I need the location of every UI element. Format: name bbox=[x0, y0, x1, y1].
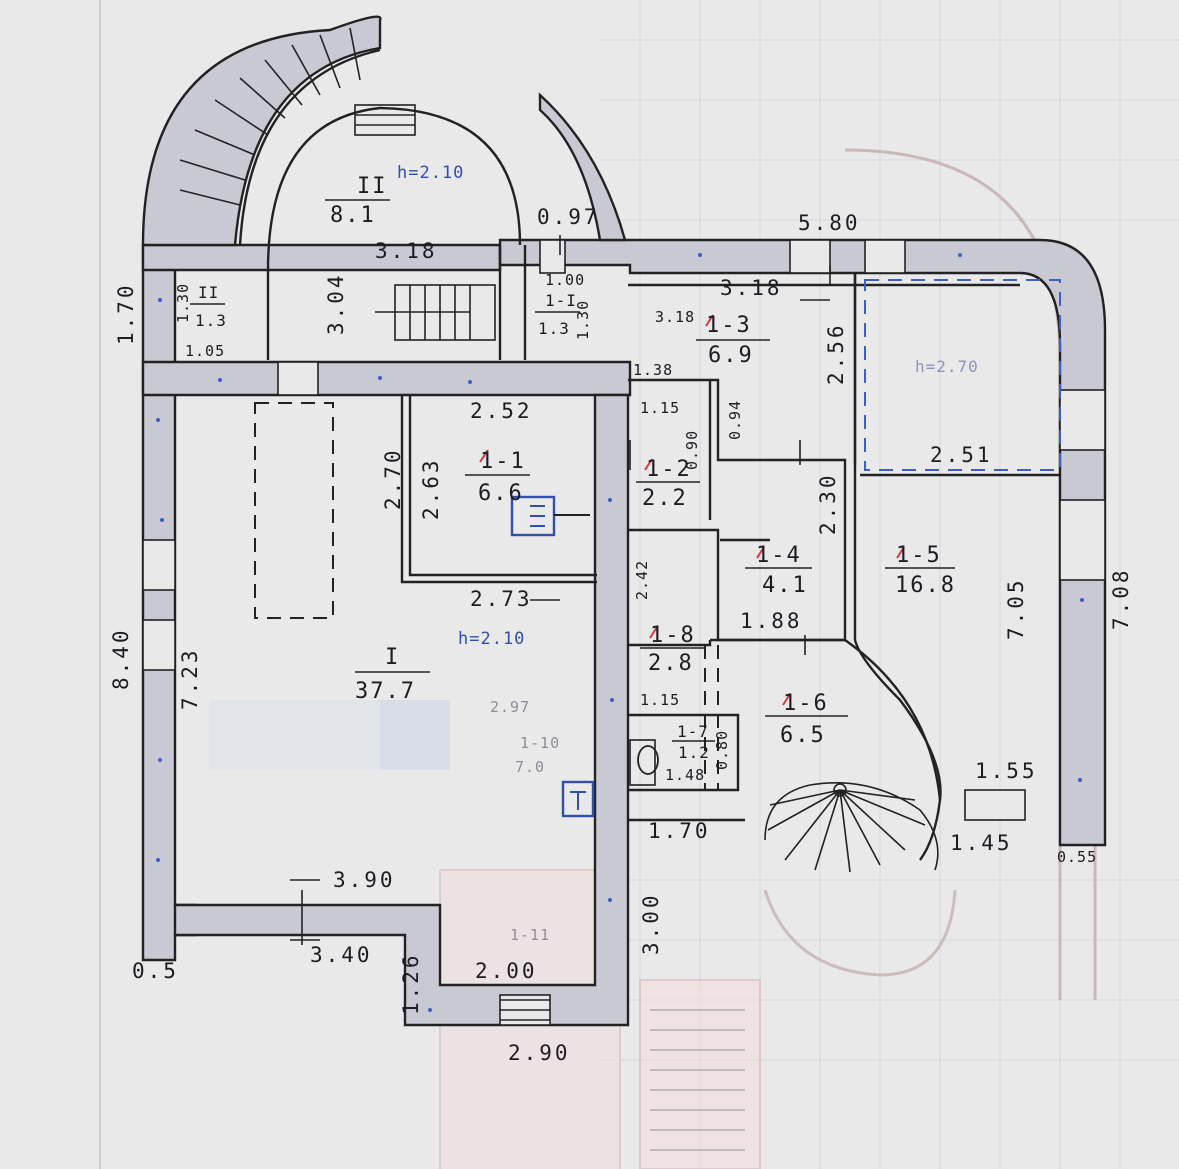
stairs-spiral bbox=[764, 782, 939, 873]
underlay-label-4: 1-11 bbox=[510, 926, 550, 944]
windows bbox=[142, 239, 1106, 1026]
room-labels: I 37.7 1-1 6.6 1-2 2.2 1-3 6.9 1-4 4.1 1… bbox=[190, 174, 956, 762]
room-id-1-7: 1-7 bbox=[677, 722, 709, 741]
room-area-small-left: 1.3 bbox=[195, 311, 227, 330]
room-area-1-8: 2.8 bbox=[648, 651, 694, 676]
room-area-1-1: 6.6 bbox=[478, 481, 524, 506]
dim-label: 2.73 bbox=[470, 587, 533, 611]
heater-icon bbox=[561, 780, 595, 818]
room-id-hall: I bbox=[385, 645, 400, 670]
dim-label: 3.18 bbox=[720, 276, 783, 300]
dim-label: 1.05 bbox=[185, 342, 225, 360]
dim-label: 7.08 bbox=[1109, 567, 1133, 630]
room-area-1-3: 6.9 bbox=[708, 343, 754, 368]
dim-label: 1.88 bbox=[740, 609, 803, 633]
underlay-label-2: 1-10 bbox=[520, 734, 560, 752]
dim-label: 3.40 bbox=[310, 943, 373, 967]
room-id-1-2: 1-2 bbox=[646, 457, 692, 482]
dim-label: 1.30 bbox=[174, 283, 192, 323]
height-notes: h=2.10 h=2.10 h=2.70 bbox=[397, 163, 979, 649]
height-note-hall: h=2.10 bbox=[458, 629, 525, 649]
dim-label: 2.56 bbox=[824, 322, 848, 385]
dim-label: 2.90 bbox=[508, 1041, 571, 1065]
dim-label: 2.00 bbox=[475, 959, 538, 983]
dim-label: 1.70 bbox=[114, 282, 138, 345]
dim-label: 1.15 bbox=[640, 691, 680, 709]
stove-icon bbox=[510, 495, 590, 537]
room-area-1-5: 16.8 bbox=[895, 573, 956, 598]
room-id-1-5: 1-5 bbox=[896, 543, 942, 568]
dim-label: 1.48 bbox=[665, 766, 705, 784]
stairs-straight bbox=[354, 104, 496, 341]
stairs-curved-top bbox=[179, 27, 361, 206]
dimension-labels: 0.97 5.80 3.18 1.70 1.30 1.05 1.00 1.30 … bbox=[109, 205, 1133, 1065]
room-id-small-left: II bbox=[198, 283, 219, 302]
dim-label: 1.15 bbox=[640, 399, 680, 417]
room-id-1-8: 1-8 bbox=[650, 623, 696, 648]
room-area-1-2: 2.2 bbox=[642, 486, 688, 511]
room-area-hall: 37.7 bbox=[355, 679, 416, 704]
room-area-1-7: 1.2 bbox=[678, 743, 710, 762]
dashed-opening-hall bbox=[254, 402, 334, 619]
dim-label: 8.40 bbox=[109, 627, 133, 690]
room-area-1-6: 6.5 bbox=[780, 723, 826, 748]
dim-label: 0.97 bbox=[537, 205, 600, 229]
room-area-1-4: 4.1 bbox=[762, 573, 808, 598]
room-id-1-3: 1-3 bbox=[706, 313, 752, 338]
dim-label: 1.38 bbox=[633, 361, 673, 379]
room-id-arch: II bbox=[357, 174, 388, 199]
dim-label: 1.45 bbox=[950, 831, 1013, 855]
dim-label: 2.30 bbox=[816, 472, 840, 535]
dim-label: 3.00 bbox=[639, 892, 663, 955]
room-id-small-top: 1-I bbox=[545, 291, 577, 310]
underlay-label-1: 2.97 bbox=[490, 698, 530, 716]
room-id-1-1: 1-1 bbox=[480, 449, 526, 474]
dim-label: 0.80 bbox=[713, 730, 731, 770]
dim-label: 0.94 bbox=[726, 400, 744, 440]
dimension-lines bbox=[290, 265, 831, 941]
red-marks bbox=[479, 314, 905, 706]
dim-label: 3.18 bbox=[655, 308, 695, 326]
dim-label: 7.23 bbox=[178, 647, 202, 710]
dim-label: 1.26 bbox=[399, 952, 423, 1015]
dim-label: 5.80 bbox=[798, 211, 861, 235]
room-area-arch: 8.1 bbox=[330, 203, 376, 228]
underlay-label-3: 7.0 bbox=[515, 758, 545, 776]
dim-label: 3.18 bbox=[375, 239, 438, 263]
door-marks bbox=[301, 235, 806, 945]
room-area-small-top: 1.3 bbox=[538, 319, 570, 338]
dim-label: 2.52 bbox=[470, 399, 533, 423]
grid-paper-lines bbox=[600, 0, 1179, 1169]
dim-label: 1.30 bbox=[574, 300, 592, 340]
room-id-1-6: 1-6 bbox=[783, 691, 829, 716]
dim-label: 1.00 bbox=[545, 271, 585, 289]
dim-label: 2.63 bbox=[419, 457, 443, 520]
dim-label: 2.51 bbox=[930, 443, 993, 467]
dim-label: 3.90 bbox=[333, 868, 396, 892]
dim-label: 0.5 bbox=[132, 959, 179, 983]
dim-label: 1.70 bbox=[648, 819, 711, 843]
height-note-arch: h=2.10 bbox=[397, 163, 464, 183]
height-note-room-1-5: h=2.70 bbox=[915, 357, 979, 376]
dim-label: 2.42 bbox=[633, 560, 651, 600]
dim-label: 0.55 bbox=[1057, 848, 1097, 866]
dim-label: 0.90 bbox=[683, 430, 701, 470]
dim-label: 7.05 bbox=[1004, 577, 1028, 640]
dim-label: 2.70 bbox=[381, 447, 405, 510]
toilet-icon bbox=[629, 739, 659, 786]
dim-label: 1.55 bbox=[975, 759, 1038, 783]
dashed-opening-blue bbox=[864, 279, 1061, 471]
room-id-1-4: 1-4 bbox=[756, 543, 802, 568]
stairs-bottom bbox=[500, 999, 550, 1021]
dim-label: 3.04 bbox=[324, 272, 348, 335]
